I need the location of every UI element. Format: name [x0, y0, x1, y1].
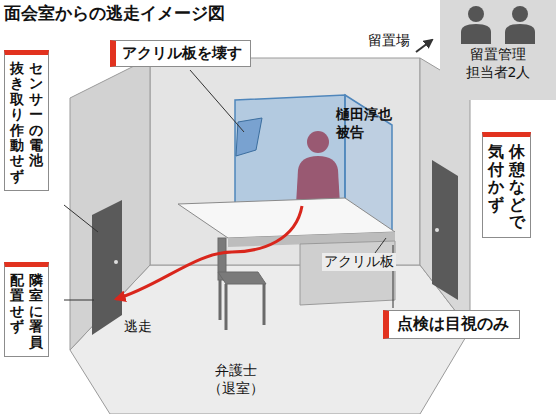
escape-path — [116, 206, 302, 299]
left-door — [92, 200, 122, 335]
staff-box: 留置管理 担当者2人 — [440, 0, 556, 100]
leader-line — [375, 238, 386, 253]
leader-line — [190, 70, 244, 132]
box-text: アクリル板を壊す — [122, 44, 242, 63]
person-label: 弁護士 （退室） — [206, 362, 266, 397]
person-icons — [440, 0, 556, 46]
title: 面会室からの逃走イメージ図 — [4, 2, 225, 25]
leader-line — [64, 300, 94, 301]
right-door — [432, 160, 458, 300]
text-column: センサーの電池 — [29, 61, 43, 169]
box-text: 留置管理 担当者2人 — [466, 46, 531, 81]
desk-top — [178, 198, 395, 238]
callout-box: センサーの電池 抜き取り作動せず — [4, 50, 49, 191]
place-label: 留置場 — [368, 32, 410, 50]
text-column: 抜き取り作動せず — [10, 61, 24, 184]
box-text: センサーの電池 抜き取り作動せず — [10, 61, 43, 184]
leader-line — [64, 205, 98, 232]
box-text: 休憩などで 気付かず — [488, 143, 525, 231]
box-text: 点検は目視のみ — [397, 314, 509, 335]
callout-box: 休憩などで 気付かず — [482, 132, 531, 238]
left-wall — [70, 58, 150, 350]
part-label: アクリル板 — [322, 253, 396, 271]
path-label: 逃走 — [122, 318, 154, 336]
acrylic-panel — [235, 95, 345, 205]
floor — [70, 265, 470, 414]
partition — [300, 241, 395, 305]
text-column: 隣室に署員 — [29, 273, 43, 350]
person-label: 樋田淳也 被告 — [336, 106, 392, 141]
callout-box: アクリル板を壊す — [110, 40, 251, 67]
broken-piece — [236, 118, 262, 156]
text-column: 気付かず — [488, 143, 504, 213]
text-column: 休憩などで — [509, 143, 525, 231]
box-text: 隣室に署員 配置せず — [10, 273, 43, 350]
text-column: 配置せず — [10, 273, 24, 335]
callout-box: 隣室に署員 配置せず — [4, 262, 49, 357]
direction-arrow — [416, 40, 432, 52]
callout-box: 点検は目視のみ — [383, 310, 520, 339]
